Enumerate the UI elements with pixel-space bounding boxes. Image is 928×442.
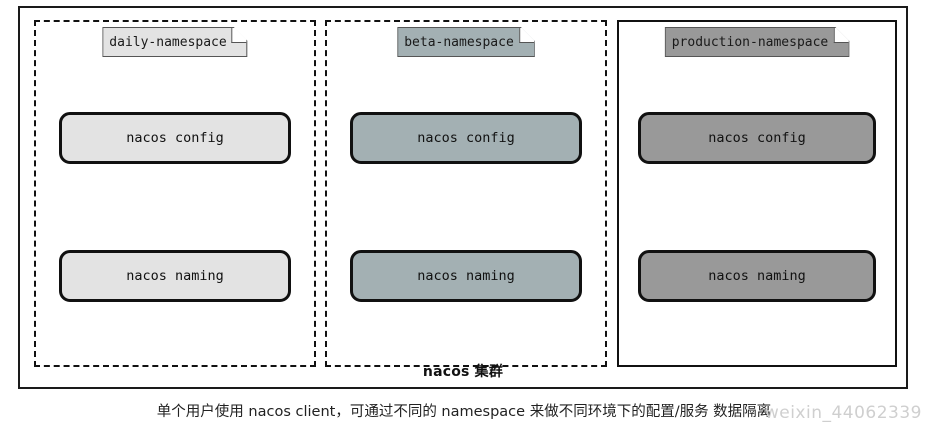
diagram-caption: 单个用户使用 nacos client，可通过不同的 namespace 来做不… xyxy=(156,404,772,420)
service-box-label: nacos naming xyxy=(708,268,806,284)
namespace-daily: daily-namespace nacos config nacos namin… xyxy=(34,20,316,367)
namespace-tab-label: beta-namespace xyxy=(404,34,514,50)
namespace-tab-label: production-namespace xyxy=(671,34,829,50)
namespace-beta: beta-namespace nacos config nacos naming xyxy=(325,20,607,367)
cluster-label: nacos 集群 xyxy=(422,364,504,380)
service-box-label: nacos config xyxy=(708,130,806,146)
service-box-label: nacos config xyxy=(126,130,224,146)
service-box-nacos-config: nacos config xyxy=(350,112,582,164)
service-box-nacos-config: nacos config xyxy=(638,112,876,164)
service-box-nacos-naming: nacos naming xyxy=(350,250,582,302)
nacos-cluster-frame: daily-namespace nacos config nacos namin… xyxy=(18,6,908,389)
namespace-tab-production: production-namespace xyxy=(665,27,850,57)
service-box-nacos-naming: nacos naming xyxy=(59,250,291,302)
namespace-tab-beta: beta-namespace xyxy=(397,27,535,57)
namespace-production: production-namespace nacos config nacos … xyxy=(617,20,897,367)
namespace-tab-label: daily-namespace xyxy=(109,34,227,50)
service-box-label: nacos naming xyxy=(417,268,515,284)
service-box-label: nacos config xyxy=(417,130,515,146)
service-box-nacos-config: nacos config xyxy=(59,112,291,164)
service-box-nacos-naming: nacos naming xyxy=(638,250,876,302)
service-box-label: nacos naming xyxy=(126,268,224,284)
namespace-tab-daily: daily-namespace xyxy=(102,27,247,57)
